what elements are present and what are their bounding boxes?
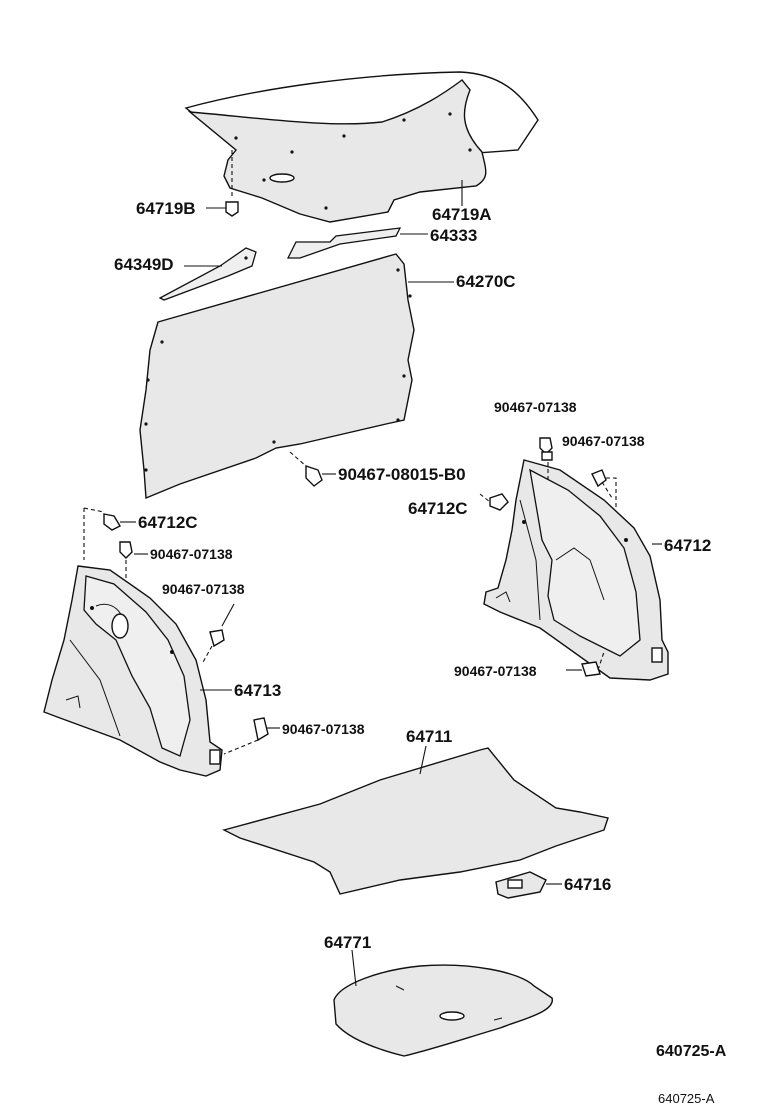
clip-64719B <box>206 150 239 217</box>
label-64719A: 64719A <box>432 205 492 224</box>
label-90467-07138-left-top: 90467-07138 <box>150 546 233 562</box>
trunk-floor-mat-64711 <box>222 745 609 895</box>
rear-deck-tray-panel <box>184 71 539 223</box>
spare-cover-64771 <box>333 949 553 1057</box>
label-64712: 64712 <box>664 536 711 555</box>
strip-64333 <box>286 227 428 259</box>
label-64711: 64711 <box>406 727 452 746</box>
label-64713: 64713 <box>234 681 281 700</box>
label-90467-07138-top: 90467-07138 <box>494 399 577 415</box>
label-64270C: 64270C <box>456 272 516 291</box>
left-trunk-side-trim-64713 <box>43 565 232 777</box>
label-90467-07138-upper-right: 90467-07138 <box>562 433 645 449</box>
label-90467-07138-lower-right: 90467-07138 <box>454 663 537 679</box>
diagram-reference-code: 640725-A <box>656 1043 727 1060</box>
trunk-front-panel-64270C <box>139 253 454 500</box>
screw-90467-08015 <box>289 451 336 487</box>
label-64333: 64333 <box>430 226 477 245</box>
label-64719B: 64719B <box>136 199 196 218</box>
label-90467-07138-left-bottom: 90467-07138 <box>282 721 365 737</box>
label-90467-08015-B0: 90467-08015-B0 <box>338 465 466 484</box>
label-64716: 64716 <box>564 875 611 894</box>
clips-right <box>479 437 617 677</box>
label-64349D: 64349D <box>114 255 174 274</box>
label-64712C-right: 64712C <box>408 499 468 518</box>
bracket-64349D <box>158 247 257 301</box>
clips-left <box>83 507 280 755</box>
label-64712C-left: 64712C <box>138 513 198 532</box>
handle-64716 <box>495 871 562 899</box>
right-trunk-side-trim-64712 <box>483 459 669 681</box>
label-64771: 64771 <box>324 933 371 952</box>
footer-reference-code: 640725-A <box>658 1091 715 1106</box>
label-90467-07138-left-mid: 90467-07138 <box>162 581 245 597</box>
